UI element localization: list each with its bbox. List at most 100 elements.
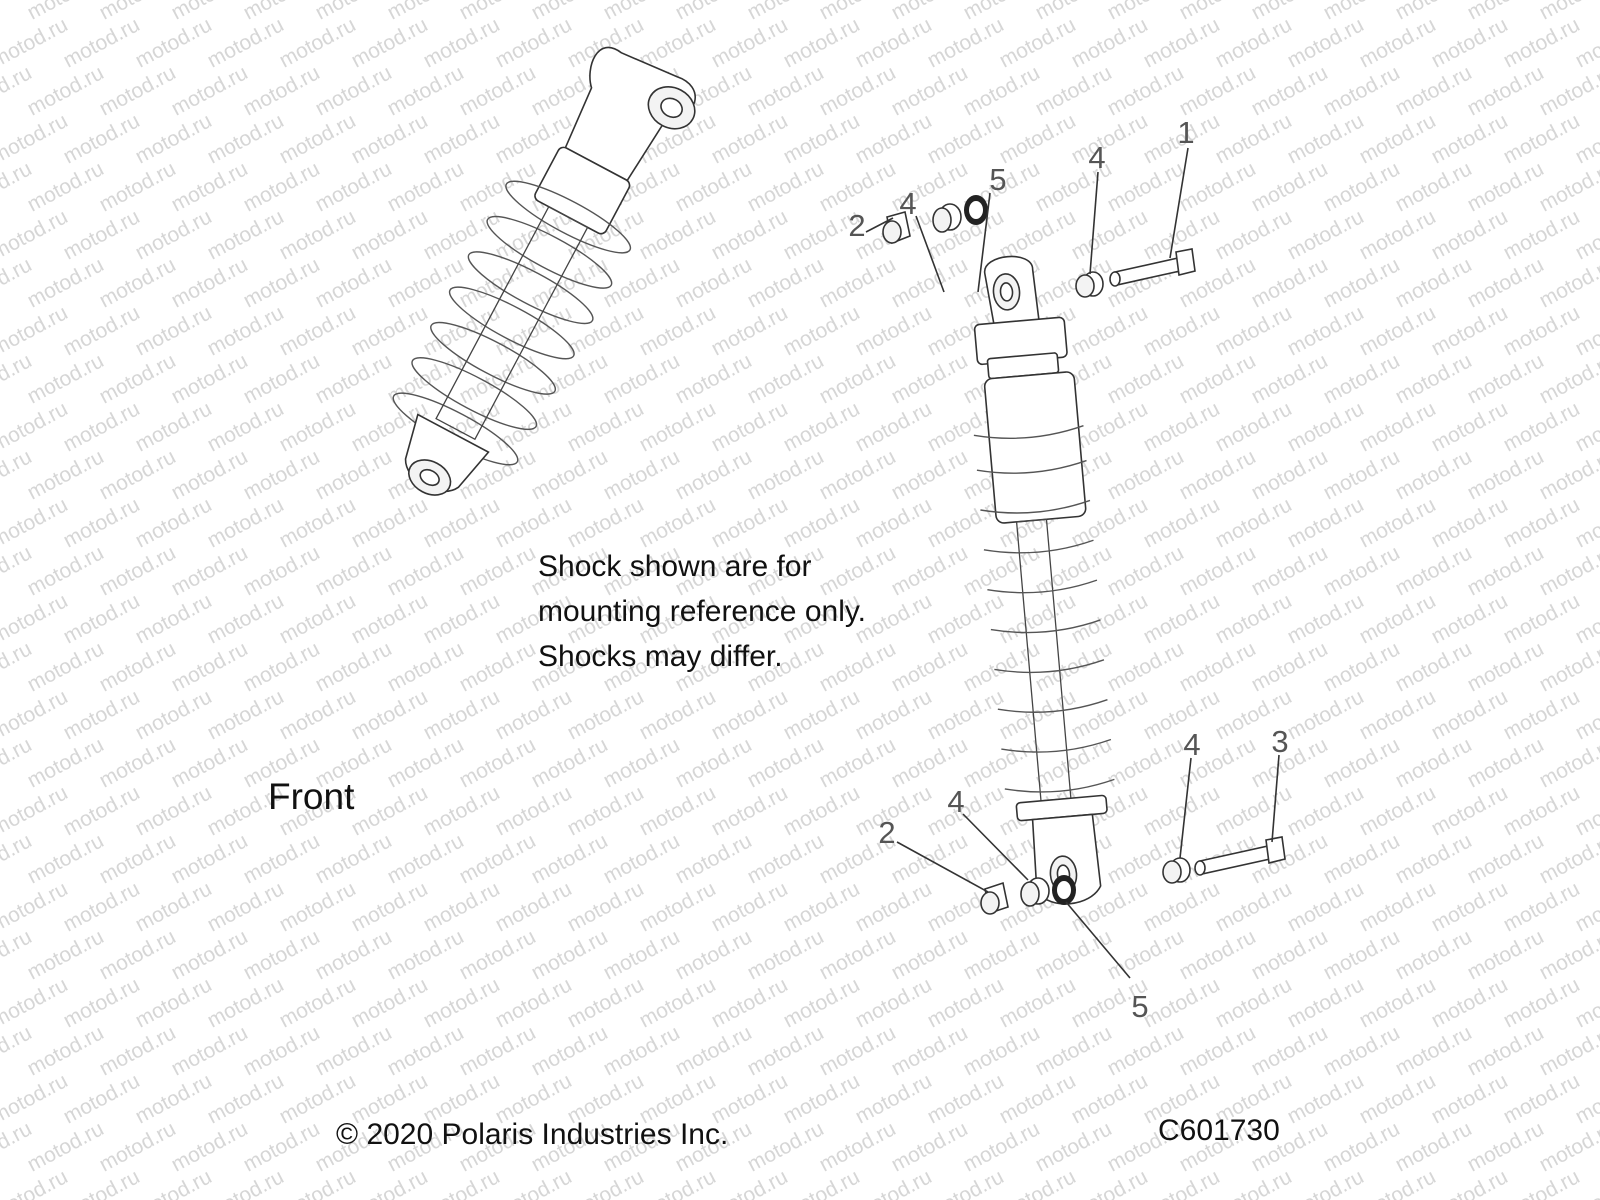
watermark-text: motod.ru [1356,973,1440,1032]
top-bushing [882,211,911,245]
watermark-text: motod.ru [492,1165,576,1200]
watermark-text: motod.ru [1212,397,1296,456]
watermark-text: motod.ru [1212,973,1296,1032]
watermark-text: motod.ru [528,829,612,888]
watermark-text: motod.ru [348,109,432,168]
watermark-text: motod.ru [420,109,504,168]
watermark-text: motod.ru [420,205,504,264]
watermark-text: motod.ru [1392,733,1476,792]
watermark-text: motod.ru [636,301,720,360]
watermark-text: motod.ru [1032,1117,1116,1176]
watermark-text: motod.ru [60,877,144,936]
watermark-text: motod.ru [60,685,144,744]
watermark-text: motod.ru [240,61,324,120]
watermark-text: motod.ru [1140,1165,1224,1200]
watermark-text: motod.ru [852,685,936,744]
watermark-text: motod.ru [456,925,540,984]
watermark-text: motod.ru [1428,493,1512,552]
watermark-text: motod.ru [312,349,396,408]
watermark-text: motod.ru [1356,397,1440,456]
watermark-text: motod.ru [1428,397,1512,456]
watermark-text: motod.ru [672,829,756,888]
watermark-text: motod.ru [1320,637,1404,696]
watermark-text: motod.ru [1320,829,1404,888]
watermark-text: motod.ru [24,1117,108,1176]
watermark-text: motod.ru [276,109,360,168]
watermark-text: motod.ru [564,973,648,1032]
watermark-text: motod.ru [1248,445,1332,504]
watermark-text: motod.ru [60,301,144,360]
watermark-text: motod.ru [1500,109,1584,168]
watermark-text: motod.ru [1500,493,1584,552]
watermark-text: motod.ru [132,109,216,168]
watermark-text: motod.ru [1392,157,1476,216]
watermark-text: motod.ru [924,1069,1008,1128]
watermark-text: motod.ru [1356,589,1440,648]
watermark-text: motod.ru [1068,1069,1152,1128]
watermark-text: motod.ru [1248,253,1332,312]
watermark-text: motod.ru [1176,61,1260,120]
watermark-text: motod.ru [744,829,828,888]
watermark-text: motod.ru [888,829,972,888]
watermark-text: motod.ru [204,109,288,168]
watermark-text: motod.ru [888,1021,972,1080]
watermark-text: motod.ru [204,205,288,264]
watermark-text: motod.ru [1428,973,1512,1032]
watermark-text: motod.ru [780,685,864,744]
watermark-text: motod.ru [240,253,324,312]
watermark-text: motod.ru [132,1069,216,1128]
watermark-text: motod.ru [96,253,180,312]
front-label: Front [268,776,355,817]
watermark-text: motod.ru [1428,13,1512,72]
watermark-text: motod.ru [672,445,756,504]
watermark-text: motod.ru [168,1117,252,1176]
watermark-text: motod.ru [312,445,396,504]
watermark-text: motod.ru [924,13,1008,72]
watermark-text: motod.ru [1140,973,1224,1032]
watermark-text: motod.ru [240,637,324,696]
watermark-text: motod.ru [1356,493,1440,552]
watermark-text: motod.ru [888,637,972,696]
watermark-text: motod.ru [636,205,720,264]
callout-4-top-left-washer: 4 [899,186,916,221]
watermark-text: motod.ru [996,589,1080,648]
watermark-text: motod.ru [384,253,468,312]
watermark-text: motod.ru [1392,349,1476,408]
callout-5-bottom-oring: 5 [1131,989,1148,1024]
watermark-text: motod.ru [852,397,936,456]
watermark-text: motod.ru [276,397,360,456]
watermark-text: motod.ru [1464,829,1548,888]
watermark-text: motod.ru [60,589,144,648]
watermark-text: motod.ru [1320,541,1404,600]
watermark-text: motod.ru [168,541,252,600]
watermark-text: motod.ru [1176,349,1260,408]
watermark-text: motod.ru [1284,109,1368,168]
watermark-text: motod.ru [312,637,396,696]
watermark-text: motod.ru [1140,685,1224,744]
watermark-text: motod.ru [1212,13,1296,72]
watermark-text: motod.ru [1068,685,1152,744]
watermark-text: motod.ru [1284,877,1368,936]
watermark-text: motod.ru [888,925,972,984]
watermark-text: motod.ru [600,1021,684,1080]
watermark-text: motod.ru [708,397,792,456]
watermark-text: motod.ru [1104,925,1188,984]
watermark-text: motod.ru [96,445,180,504]
watermark-text: motod.ru [384,1021,468,1080]
watermark-text: motod.ru [492,973,576,1032]
watermark-text: motod.ru [600,733,684,792]
watermark-text: motod.ru [528,1021,612,1080]
leader-4-top-left [915,215,945,293]
watermark-text: motod.ru [1248,637,1332,696]
reference-note: Shock shown are for mounting reference o… [538,544,866,679]
watermark-text: motod.ru [132,397,216,456]
watermark-text: motod.ru [1212,493,1296,552]
watermark-text: motod.ru [1500,301,1584,360]
note-line: mounting reference only. [538,595,866,628]
watermark-text: motod.ru [672,733,756,792]
watermark-text: motod.ru [636,877,720,936]
watermark-text: motod.ru [636,1165,720,1200]
watermark-text: motod.ru [348,877,432,936]
watermark-text: motod.ru [60,205,144,264]
watermark-text: motod.ru [1320,1021,1404,1080]
